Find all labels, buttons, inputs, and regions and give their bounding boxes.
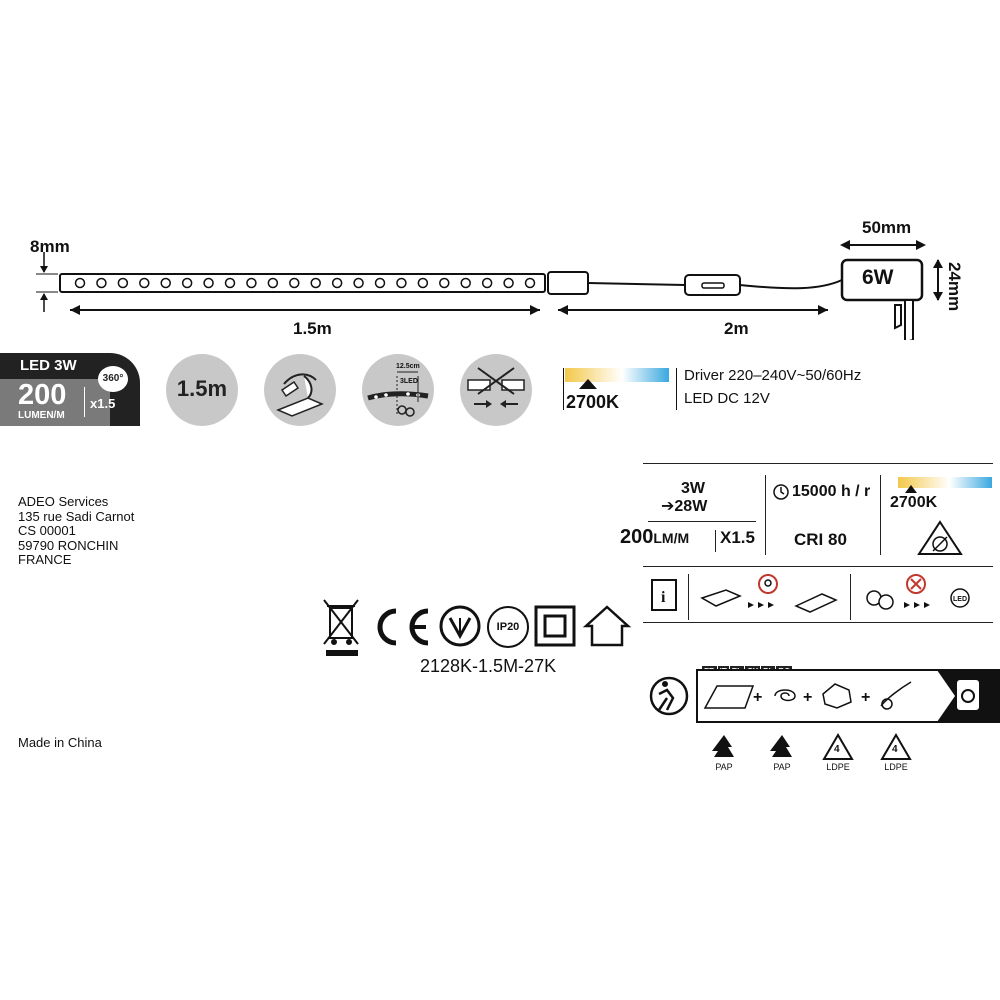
led-dot <box>246 277 257 289</box>
svg-text:+: + <box>803 689 812 706</box>
driver-spec-line2: LED DC 12V <box>684 390 770 407</box>
color-temp-gradient <box>565 368 669 382</box>
led-dots <box>74 277 536 289</box>
lumen-value-2: 200 <box>620 526 654 548</box>
led-badge: LED 3W 200 LUMEN/M x1.5 360° <box>0 353 140 426</box>
equivalent-power: ➔28W <box>661 498 708 515</box>
info-book-icon: i <box>651 579 677 611</box>
length-circle: 1.5m <box>166 354 238 426</box>
recycle-material: LDPE <box>826 762 850 772</box>
led-dot <box>160 277 171 289</box>
ukrsepro-mark-icon <box>439 605 481 647</box>
led-dot <box>524 277 536 289</box>
sorting-info-banner: + + + <box>649 669 1000 723</box>
led-dot <box>460 277 471 289</box>
replaceable-led-icons: LED <box>866 574 970 610</box>
ip-rating-badge: IP20 <box>487 606 529 648</box>
cri-value: CRI 80 <box>794 530 847 549</box>
power-value: 3W <box>681 480 705 497</box>
address-line: 59790 RONCHIN <box>18 537 119 553</box>
led-dot <box>96 277 107 289</box>
driver-height-label: 24mm <box>945 262 964 312</box>
led-dot <box>289 277 300 289</box>
equivalent-power-value: 28W <box>674 498 708 515</box>
cable-length-label: 2m <box>724 319 749 338</box>
led-dot <box>503 277 514 289</box>
no-dimmer-icon <box>917 520 963 555</box>
led-dot <box>481 277 493 289</box>
recycle-icon <box>712 735 734 757</box>
temp-marker-icon <box>579 379 597 389</box>
led-dot <box>181 277 193 289</box>
lumen-multiplier: x1.5 <box>90 396 116 411</box>
made-in-label: Made in China <box>18 735 102 750</box>
driver-watt-label: 6W <box>862 266 894 289</box>
recycle-icon <box>822 733 854 760</box>
led-power: LED 3W <box>20 357 77 374</box>
color-temp-value: 2700K <box>566 392 620 412</box>
led-dot <box>331 277 343 289</box>
lumen-multiplier-2: X1.5 <box>720 528 755 547</box>
recycle-number: 4 <box>892 744 898 755</box>
address-line: ADEO Services <box>18 494 109 509</box>
led-dot <box>203 277 214 289</box>
svg-text:LED: LED <box>953 596 967 603</box>
led-dot <box>74 277 86 289</box>
manufacturer-address: ADEO Services 135 rue Sadi Carnot CS 000… <box>18 494 135 568</box>
led-dot <box>117 277 129 289</box>
height-dimension: 8mm <box>30 237 70 256</box>
product-reference: 2128K-1.5M-27K <box>420 656 557 676</box>
no-connection-icon <box>460 354 532 426</box>
color-temp-value-2: 2700K <box>890 494 938 511</box>
strip-length-label: 1.5m <box>293 319 332 338</box>
ce-mark-icon <box>377 608 429 646</box>
recycle-material: PAP <box>773 762 791 772</box>
led-dot <box>396 277 407 289</box>
cut-spacing: 12.5cm <box>396 363 420 370</box>
lumen-unit-2: LM/M <box>653 530 690 546</box>
lumen-per-meter: 200LM/M <box>620 526 689 549</box>
temp-marker-icon-2 <box>905 485 917 493</box>
driver-height-arrow <box>933 259 943 301</box>
length-circle-label: 1.5m <box>176 376 228 401</box>
driver-spec-line1: Driver 220–240V~50/60Hz <box>684 367 862 384</box>
led-dot <box>374 277 386 289</box>
led-dot <box>267 277 279 289</box>
led-dot <box>353 277 364 289</box>
recycle-icon <box>880 733 912 760</box>
svg-text:i: i <box>661 589 666 606</box>
lumen-value: 200 <box>18 379 67 411</box>
recycle-material: PAP <box>715 762 733 772</box>
adhesive-mount-icon <box>264 354 336 426</box>
indoor-use-icon <box>582 605 632 647</box>
driver-width-arrow <box>840 240 926 250</box>
lumen-unit: LUMEN/M <box>18 410 65 421</box>
drawing-svg <box>36 252 924 340</box>
address-line: CS 00001 <box>18 523 76 538</box>
led-dot <box>224 277 236 289</box>
clock-icon <box>773 484 789 500</box>
lifetime-value: 15000 h / r <box>792 483 871 500</box>
driver-width-label: 50mm <box>862 218 912 237</box>
svg-text:+: + <box>861 689 870 706</box>
recycle-icon <box>770 735 792 757</box>
recycle-number: 4 <box>834 744 840 755</box>
led-dot <box>439 277 450 289</box>
cut-pitch-icon: 12.5cm 3LED <box>362 354 434 426</box>
weee-bin-icon <box>323 599 359 656</box>
led-dot <box>417 277 429 289</box>
recycle-material: LDPE <box>884 762 908 772</box>
address-line: FRANCE <box>18 552 72 567</box>
svg-text:+: + <box>753 689 762 706</box>
address-line: 135 rue Sadi Carnot <box>18 508 135 524</box>
color-temp-gradient-2 <box>898 477 992 488</box>
replaceable-driver-icons <box>700 574 838 613</box>
beam-angle-badge: 360° <box>98 366 128 392</box>
class-ii-icon <box>534 605 576 647</box>
led-dot <box>139 277 150 289</box>
led-dot <box>310 277 321 289</box>
cut-leds: 3LED <box>400 378 418 385</box>
